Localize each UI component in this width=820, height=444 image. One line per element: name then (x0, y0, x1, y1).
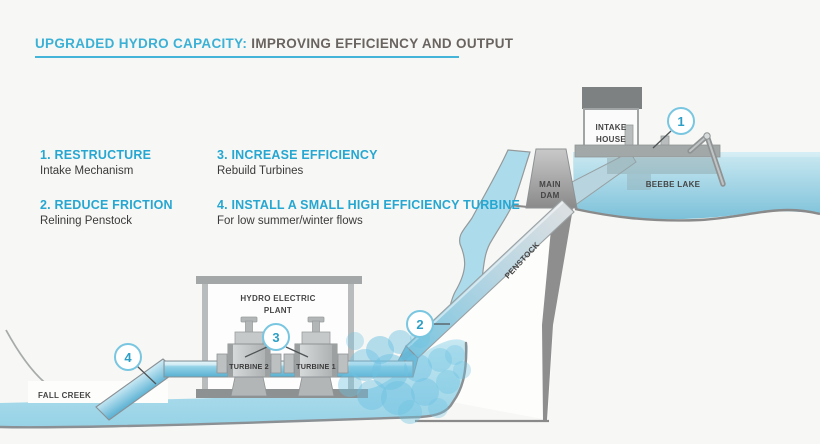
intake-house-label-line2: HOUSE (596, 135, 626, 144)
plant-label-line1: HYDRO ELECTRIC (240, 294, 315, 303)
marker-4: 4 (114, 343, 157, 385)
legend-item-2-heading: 2. REDUCE FRICTION (40, 198, 173, 212)
marker-3-number: 3 (272, 330, 279, 345)
turbine-2 (216, 316, 282, 397)
marker-1: 1 (652, 107, 695, 149)
foam-bubbles (338, 328, 471, 424)
page-title: UPGRADED HYDRO CAPACITY: IMPROVING EFFIC… (35, 36, 513, 51)
page-title-highlight: UPGRADED HYDRO CAPACITY: (35, 36, 248, 51)
legend-item-4: 4. INSTALL A SMALL HIGH EFFICIENCY TURBI… (217, 198, 520, 227)
legend-item-4-heading: 4. INSTALL A SMALL HIGH EFFICIENCY TURBI… (217, 198, 521, 212)
fall-creek-label: FALL CREEK (38, 391, 91, 400)
intake-crane-arm (687, 132, 726, 187)
plant-label-line2: PLANT (264, 306, 292, 315)
turbine-1 (283, 316, 349, 397)
marker-2-number: 2 (416, 317, 423, 332)
legend-item-1-description: Intake Mechanism (40, 165, 134, 177)
marker-3: 3 (244, 323, 309, 358)
intake-house-label-line1: INTAKE (596, 123, 627, 132)
legend-item-2-description: Relining Penstock (40, 215, 133, 227)
marker-4-number: 4 (124, 350, 132, 365)
main-dam-label-line1: MAIN (539, 180, 561, 189)
legend-item-2: 2. REDUCE FRICTION Relining Penstock (40, 198, 173, 227)
hill-shadow-wedge (542, 208, 573, 420)
main-dam (525, 148, 578, 209)
legend-item-3-description: Rebuild Turbines (217, 165, 304, 177)
legend-item-1: 1. RESTRUCTURE Intake Mechanism (40, 148, 151, 177)
title-underline (35, 56, 459, 58)
intake-pipe (555, 151, 717, 207)
turbine-1-label: TURBINE 1 (296, 362, 336, 371)
legend-item-4-description: For low summer/winter flows (217, 215, 363, 227)
main-dam-label-line2: DAM (540, 191, 559, 200)
intake-mechanism (574, 124, 726, 187)
page-title-rest: IMPROVING EFFICIENCY AND OUTPUT (247, 36, 514, 51)
lakebed-line (574, 207, 820, 222)
legend-item-3-heading: 3. INCREASE EFFICIENCY (217, 148, 378, 162)
turbine-2-label: TURBINE 2 (229, 362, 269, 371)
marker-2: 2 (406, 310, 450, 338)
marker-1-number: 1 (677, 114, 684, 129)
legend-item-3: 3. INCREASE EFFICIENCY Rebuild Turbines (217, 148, 378, 177)
legend-item-1-heading: 1. RESTRUCTURE (40, 148, 152, 162)
beebe-lake-label: BEEBE LAKE (646, 180, 701, 189)
